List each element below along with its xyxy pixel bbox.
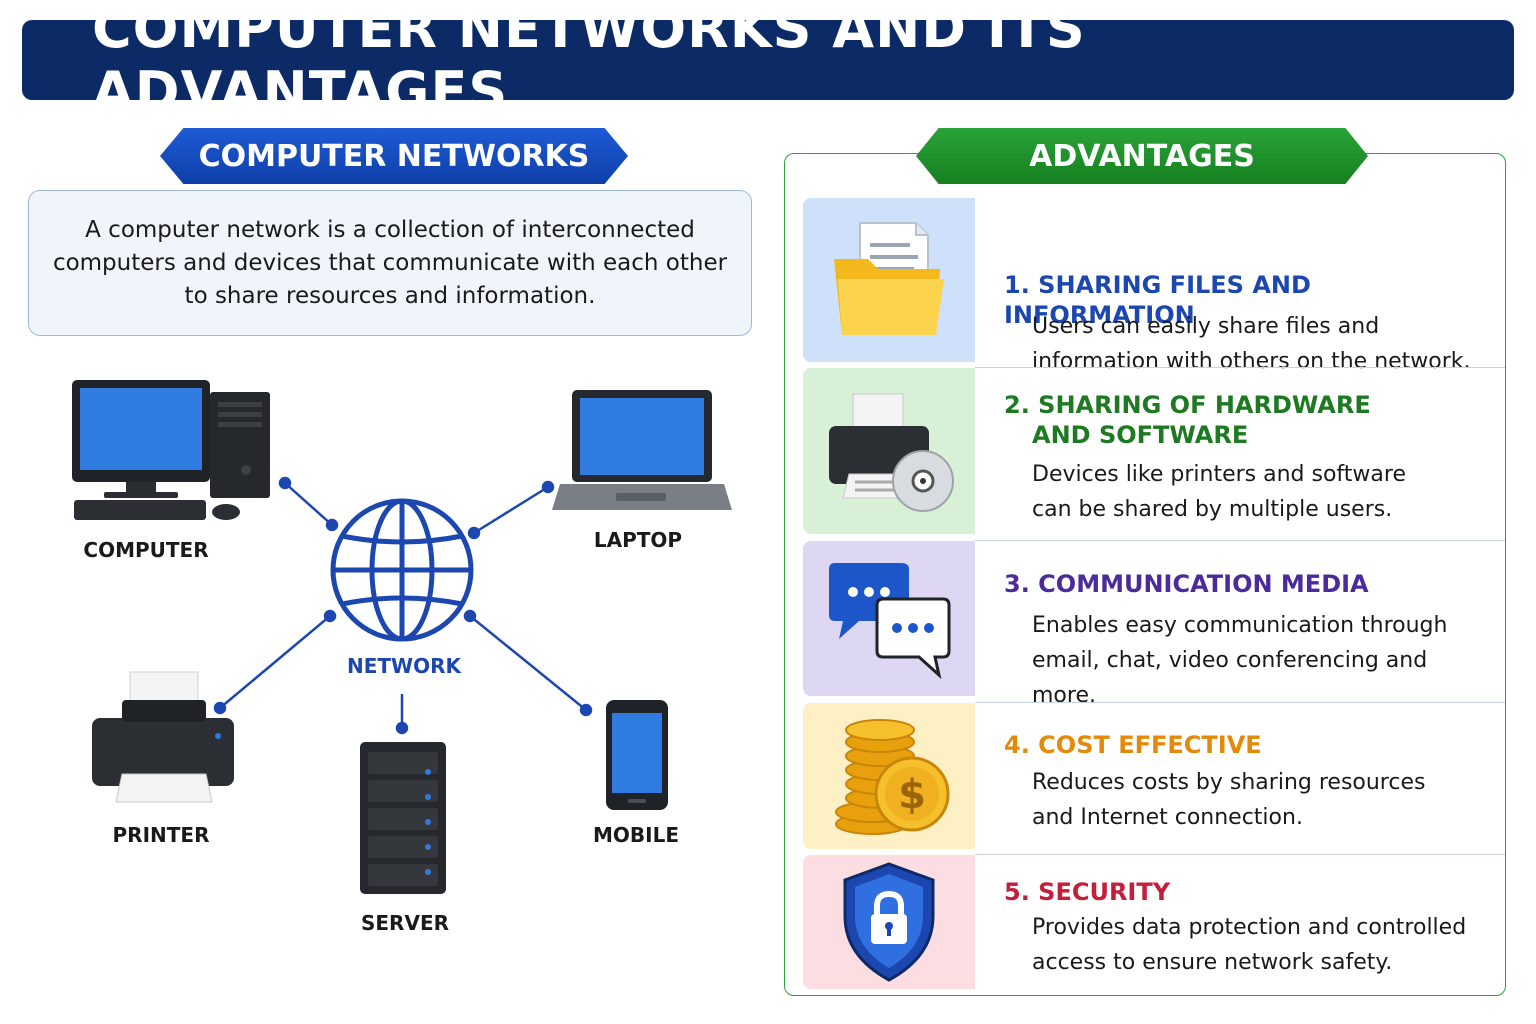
row-divider [975, 366, 1505, 368]
printer-icon [92, 671, 234, 803]
advantage-title: 5. SECURITY [1004, 878, 1171, 906]
coins-icon: $ [835, 719, 950, 835]
laptop-icon [552, 390, 732, 510]
printer-label: PRINTER [112, 823, 210, 847]
globe-icon [330, 498, 474, 642]
line-laptop [473, 485, 549, 535]
chat-icon [829, 562, 951, 679]
row-divider [975, 539, 1505, 541]
mobile-label: MOBILE [593, 823, 679, 847]
server-icon [360, 742, 446, 894]
advantage-text-line: and Internet connection. [1032, 805, 1303, 830]
advantage-title-line2: AND SOFTWARE [1032, 421, 1249, 449]
computer-label: COMPUTER [83, 538, 209, 562]
line-mobile [469, 615, 587, 711]
advantage-text-line: email, chat, video conferencing and more… [1032, 648, 1428, 708]
advantage-title: 2. SHARING OF HARDWARE [1004, 391, 1371, 419]
description-box: A computer network is a collection of in… [28, 190, 752, 336]
title-bar: COMPUTER NETWORKS AND ITS ADVANTAGES [22, 0, 1514, 123]
computer-networks-ribbon: COMPUTER NETWORKS [160, 128, 628, 184]
mobile-icon [606, 700, 668, 810]
advantage-title: 1. SHARING FILES AND INFORMATION [1004, 271, 1311, 329]
advantage-icon-box [803, 368, 975, 534]
advantage-text-line: Users can easily share files and [1032, 314, 1380, 339]
folder-icon [834, 222, 944, 335]
advantage-item: 2. SHARING OF HARDWARE AND SOFTWARE Devi… [785, 368, 1505, 541]
advantage-icon-box [803, 541, 975, 696]
advantage-text-line: Devices like printers and software [1032, 462, 1406, 487]
row-divider [975, 853, 1505, 855]
ribbon-label: ADVANTAGES [1029, 138, 1255, 174]
line-printer [219, 615, 331, 709]
server-label: SERVER [360, 911, 450, 935]
printer-cd-icon [829, 393, 954, 512]
connection-lines [213, 476, 593, 735]
advantage-icon-box [803, 855, 975, 989]
line-computer [284, 482, 333, 526]
advantage-item: $ 4. COST EFFECTIVE Reduces costs by sha… [785, 703, 1505, 855]
page-title: COMPUTER NETWORKS AND ITS ADVANTAGES [92, 0, 1086, 123]
dollar-symbol: $ [898, 772, 926, 818]
network-label: NETWORK [346, 654, 462, 678]
advantage-icon-box [803, 198, 975, 362]
ribbon-label: COMPUTER NETWORKS [198, 138, 590, 174]
advantage-text-line: Enables easy communication through [1032, 613, 1448, 638]
advantage-item: 3. COMMUNICATION MEDIA Enables easy comm… [785, 541, 1505, 708]
advantage-title: 3. COMMUNICATION MEDIA [1004, 570, 1369, 598]
advantage-title: 4. COST EFFECTIVE [1004, 731, 1262, 759]
advantage-text-line: can be shared by multiple users. [1032, 497, 1393, 522]
advantage-text-line: access to ensure network safety. [1032, 950, 1393, 975]
advantage-icon-box: $ [803, 703, 975, 849]
advantage-item: 1. SHARING FILES AND INFORMATION Users c… [785, 198, 1505, 374]
advantage-item: 5. SECURITY Provides data protection and… [785, 855, 1505, 995]
laptop-label: LAPTOP [593, 528, 683, 552]
advantage-text-line: information with others on the network. [1032, 349, 1471, 374]
shield-lock-icon [843, 862, 935, 982]
desktop-computer-icon [72, 380, 270, 520]
row-divider [975, 701, 1505, 703]
advantage-text-line: Reduces costs by sharing resources [1032, 770, 1426, 795]
description-text: A computer network is a collection of in… [52, 216, 728, 309]
advantage-text-line: Provides data protection and controlled [1032, 915, 1467, 940]
network-diagram [72, 380, 732, 894]
advantages-panel: 1. SHARING FILES AND INFORMATION Users c… [784, 153, 1506, 996]
advantages-ribbon: ADVANTAGES [916, 128, 1368, 184]
